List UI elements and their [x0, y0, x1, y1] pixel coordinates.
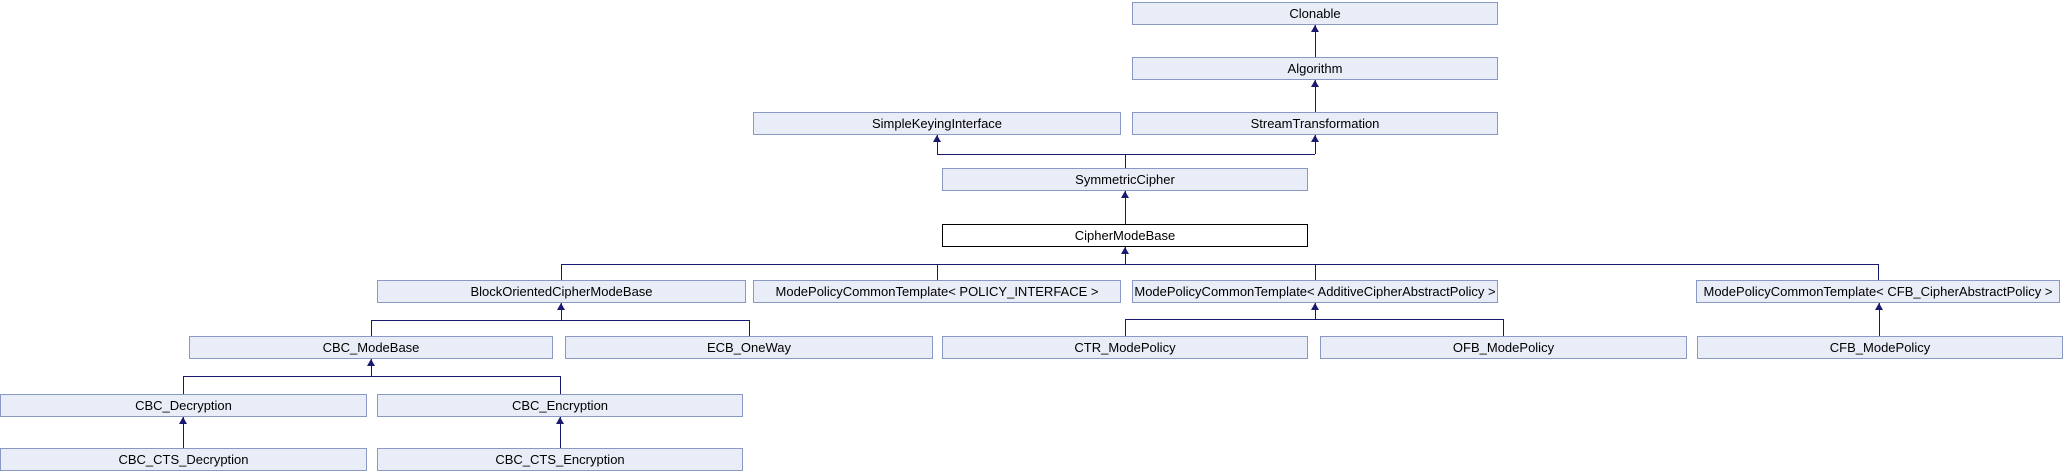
inheritance-edge: [1125, 154, 1126, 168]
inheritance-edge: [1125, 319, 1126, 336]
inheritance-edge: [1503, 319, 1504, 336]
class-node-ofb-mode-policy[interactable]: OFB_ModePolicy: [1320, 336, 1687, 359]
class-node-stream-transformation[interactable]: StreamTransformation: [1132, 112, 1498, 135]
inheritance-edge: [183, 417, 184, 448]
class-node-mode-policy-common-template-additive-cipher-abstract-policy[interactable]: ModePolicyCommonTemplate< AdditiveCipher…: [1132, 280, 1498, 303]
class-node-cbc-encryption[interactable]: CBC_Encryption: [377, 394, 743, 417]
inheritance-edge: [937, 264, 938, 280]
class-node-cipher-mode-base[interactable]: CipherModeBase: [942, 224, 1308, 247]
inheritance-edge: [1315, 80, 1316, 112]
inheritance-edge: [1878, 264, 1879, 280]
arrow-up-icon: [1121, 191, 1129, 198]
class-node-mode-policy-common-template-cfb-cipher-abstract-policy[interactable]: ModePolicyCommonTemplate< CFB_CipherAbst…: [1696, 280, 2060, 303]
class-node-cbc-mode-base[interactable]: CBC_ModeBase: [189, 336, 553, 359]
class-node-block-oriented-cipher-mode-base[interactable]: BlockOrientedCipherModeBase: [377, 280, 746, 303]
inheritance-edge: [560, 376, 561, 394]
inheritance-edge: [561, 303, 562, 320]
inheritance-edge: [937, 154, 1315, 155]
inheritance-edge: [1879, 303, 1880, 336]
arrow-up-icon: [1311, 135, 1319, 142]
inheritance-edge: [1315, 303, 1316, 319]
arrow-up-icon: [1875, 303, 1883, 310]
class-node-algorithm[interactable]: Algorithm: [1132, 57, 1498, 80]
arrow-up-icon: [1121, 247, 1129, 254]
class-node-simple-keying-interface[interactable]: SimpleKeyingInterface: [753, 112, 1121, 135]
inheritance-edge: [749, 320, 750, 336]
inheritance-edge: [1315, 135, 1316, 154]
class-node-cbc-decryption[interactable]: CBC_Decryption: [0, 394, 367, 417]
inheritance-edge: [1125, 247, 1126, 264]
inheritance-edge: [1315, 25, 1316, 57]
inheritance-edge: [937, 135, 938, 154]
class-node-clonable[interactable]: Clonable: [1132, 2, 1498, 25]
arrow-up-icon: [933, 135, 941, 142]
inheritance-edge: [183, 376, 184, 394]
inheritance-edge: [371, 359, 372, 376]
arrow-up-icon: [556, 417, 564, 424]
inheritance-edge: [1125, 191, 1126, 224]
class-node-ctr-mode-policy[interactable]: CTR_ModePolicy: [942, 336, 1308, 359]
class-node-symmetric-cipher[interactable]: SymmetricCipher: [942, 168, 1308, 191]
inheritance-edge: [371, 320, 749, 321]
inheritance-edge: [371, 320, 372, 336]
inheritance-edge: [560, 417, 561, 448]
arrow-up-icon: [557, 303, 565, 310]
inheritance-edge: [561, 264, 1878, 265]
inheritance-edge: [561, 264, 562, 280]
class-node-ecb-one-way[interactable]: ECB_OneWay: [565, 336, 933, 359]
class-node-cbc-cts-encryption[interactable]: CBC_CTS_Encryption: [377, 448, 743, 471]
inheritance-edge: [183, 376, 560, 377]
inheritance-edge: [1125, 319, 1503, 320]
inheritance-edge: [1315, 264, 1316, 280]
arrow-up-icon: [367, 359, 375, 366]
arrow-up-icon: [1311, 80, 1319, 87]
class-node-cfb-mode-policy[interactable]: CFB_ModePolicy: [1697, 336, 2063, 359]
arrow-up-icon: [1311, 25, 1319, 32]
class-node-mode-policy-common-template-policy-interface[interactable]: ModePolicyCommonTemplate< POLICY_INTERFA…: [753, 280, 1121, 303]
arrow-up-icon: [179, 417, 187, 424]
class-node-cbc-cts-decryption[interactable]: CBC_CTS_Decryption: [0, 448, 367, 471]
arrow-up-icon: [1311, 303, 1319, 310]
